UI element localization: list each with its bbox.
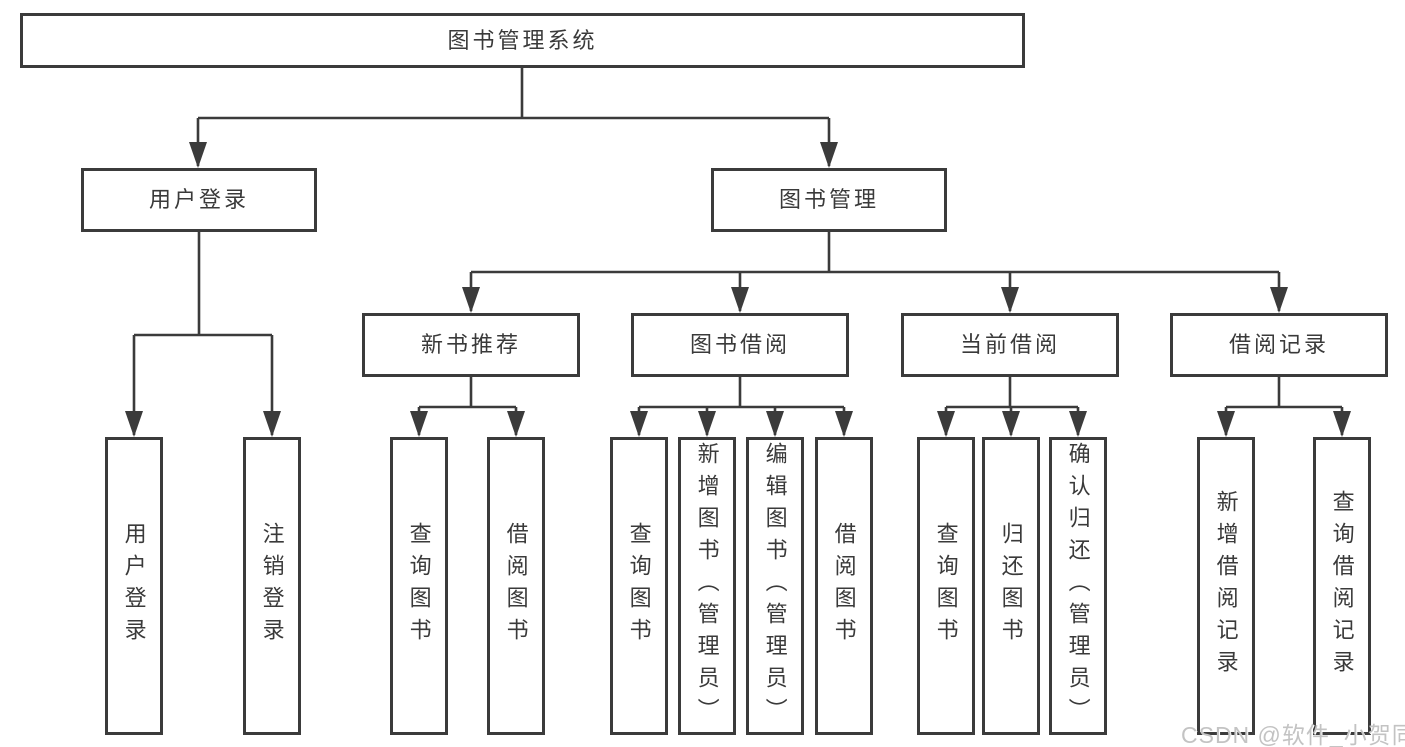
node-borrow-books-recommend: 借阅图书 xyxy=(487,437,545,735)
arrow-down-icon xyxy=(462,287,480,313)
arrow-down-icon xyxy=(1001,287,1019,313)
node-book-borrowing: 图书借阅 xyxy=(631,313,849,377)
node-borrow-books-borrow: 借阅图书 xyxy=(815,437,873,735)
arrow-down-icon xyxy=(1069,411,1087,437)
node-new-book-recommend: 新书推荐 xyxy=(362,313,580,377)
node-book-management: 图书管理 xyxy=(711,168,947,232)
arrow-down-icon xyxy=(125,411,143,437)
arrow-down-icon xyxy=(820,142,838,168)
node-user-login: 用户登录 xyxy=(81,168,317,232)
node-confirm-return-admin: 确认归还（管理员） xyxy=(1049,437,1107,735)
arrow-down-icon xyxy=(937,411,955,437)
tree-edges xyxy=(132,68,1344,435)
node-current-borrowing: 当前借阅 xyxy=(901,313,1119,377)
node-logout: 注销登录 xyxy=(243,437,301,735)
csdn-watermark: CSDN @软件_小贺同学 xyxy=(1181,722,1405,747)
arrow-down-icon xyxy=(410,411,428,437)
arrow-down-icon xyxy=(507,411,525,437)
arrow-down-icon xyxy=(630,411,648,437)
arrow-down-icon xyxy=(835,411,853,437)
node-query-borrow-record: 查询借阅记录 xyxy=(1313,437,1371,735)
node-add-book-admin: 新增图书（管理员） xyxy=(678,437,736,735)
arrow-down-icon xyxy=(189,142,207,168)
arrow-down-icon xyxy=(263,411,281,437)
node-edit-book-admin: 编辑图书（管理员） xyxy=(746,437,804,735)
node-borrowing-records: 借阅记录 xyxy=(1170,313,1388,377)
arrow-down-icon xyxy=(1002,411,1020,437)
node-query-books-borrow: 查询图书 xyxy=(610,437,668,735)
node-return-books: 归还图书 xyxy=(982,437,1040,735)
arrow-down-icon xyxy=(766,411,784,437)
arrow-down-icon xyxy=(1333,411,1351,437)
arrow-down-icon xyxy=(731,287,749,313)
node-add-borrow-record: 新增借阅记录 xyxy=(1197,437,1255,735)
arrow-down-icon xyxy=(1270,287,1288,313)
arrow-down-icon xyxy=(698,411,716,437)
arrow-down-icon xyxy=(1217,411,1235,437)
node-query-books-current: 查询图书 xyxy=(917,437,975,735)
node-user-login-leaf: 用户登录 xyxy=(105,437,163,735)
node-library-management-system: 图书管理系统 xyxy=(20,13,1025,68)
node-query-books-recommend: 查询图书 xyxy=(390,437,448,735)
